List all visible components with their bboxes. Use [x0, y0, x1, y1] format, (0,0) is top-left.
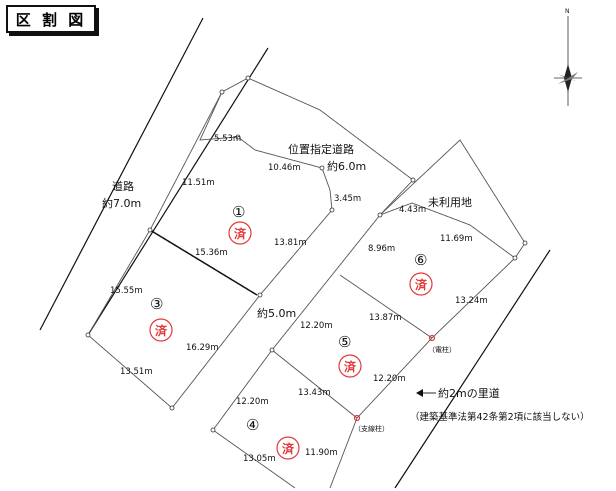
satomichi-edge	[394, 249, 551, 489]
dimension-label: 12.20m	[236, 397, 269, 407]
dimension-label: 16.29m	[186, 343, 219, 353]
support-pole-marker	[353, 414, 361, 422]
dimension-label: 11.90m	[305, 448, 338, 458]
power-pole-marker	[428, 334, 436, 342]
dimension-label: 11.51m	[182, 178, 215, 188]
lot-number-3: ③	[150, 295, 163, 313]
dimension-label: 8.96m	[368, 244, 395, 254]
sold-stamp-lot-1: 済	[228, 221, 252, 245]
power-pole-label: （電柱）	[428, 345, 456, 354]
dimension-label: 13.51m	[120, 367, 153, 377]
private-road-width: 約6.0m	[327, 159, 366, 173]
sold-stamp-lot-5: 済	[338, 354, 362, 378]
dimension-label: 12.20m	[300, 321, 333, 331]
dimension-label: 11.69m	[440, 234, 473, 244]
sold-stamp-lot-3: 済	[149, 318, 173, 342]
stamp-char: 済	[282, 441, 295, 456]
lot-number-5: ⑤	[338, 333, 351, 351]
lot-boundaries	[87, 77, 526, 489]
private-road-name: 位置指定道路	[288, 142, 354, 156]
dimension-label: 3.45m	[334, 194, 361, 204]
dimension-label: 13.81m	[274, 238, 307, 248]
dimension-label: 15.36m	[195, 248, 228, 258]
inner-road-width: 約5.0m	[257, 306, 296, 320]
stamp-char: 済	[234, 226, 247, 241]
satomichi-callout: 約2mの里道 （建築基準法第42条第2項に該当しない）	[410, 386, 590, 423]
stamp-char: 済	[344, 359, 357, 374]
lot-number-6: ⑥	[414, 251, 427, 269]
lot-number-4: ④	[246, 416, 259, 434]
dimension-label: 10.46m	[268, 163, 301, 173]
page-title: 区 割 図	[6, 5, 96, 33]
north-label: N	[565, 8, 570, 15]
support-pole-label: （支線柱）	[354, 424, 389, 433]
dimension-label: 4.43m	[399, 205, 426, 215]
stamp-char: 済	[415, 277, 428, 292]
main-road-name: 道路	[112, 179, 134, 193]
main-road-width: 約7.0m	[102, 196, 141, 210]
dimension-label: 12.20m	[373, 374, 406, 384]
dimension-label: 13.24m	[455, 296, 488, 306]
lot-number-1: ①	[232, 203, 245, 221]
survey-points	[85, 75, 528, 433]
main-road	[39, 17, 269, 336]
dimension-labels: 5.53m 10.46m 11.51m 3.45m 13.81m 15.36m …	[110, 134, 488, 464]
dimension-label: 15.55m	[110, 286, 143, 296]
satomichi-label: 約2mの里道	[438, 386, 500, 400]
sold-stamp-lot-6: 済	[409, 272, 433, 296]
stamp-char: 済	[155, 323, 168, 338]
satomichi-note: （建築基準法第42条第2項に該当しない）	[410, 411, 590, 423]
dimension-label: 5.53m	[214, 134, 241, 144]
sold-stamp-lot-4: 済	[276, 436, 300, 460]
dimension-label: 13.87m	[369, 313, 402, 323]
north-arrow-icon: N	[554, 8, 582, 106]
unused-land-label: 未利用地	[428, 196, 472, 209]
dimension-label: 13.05m	[243, 454, 276, 464]
dimension-label: 13.43m	[298, 388, 331, 398]
